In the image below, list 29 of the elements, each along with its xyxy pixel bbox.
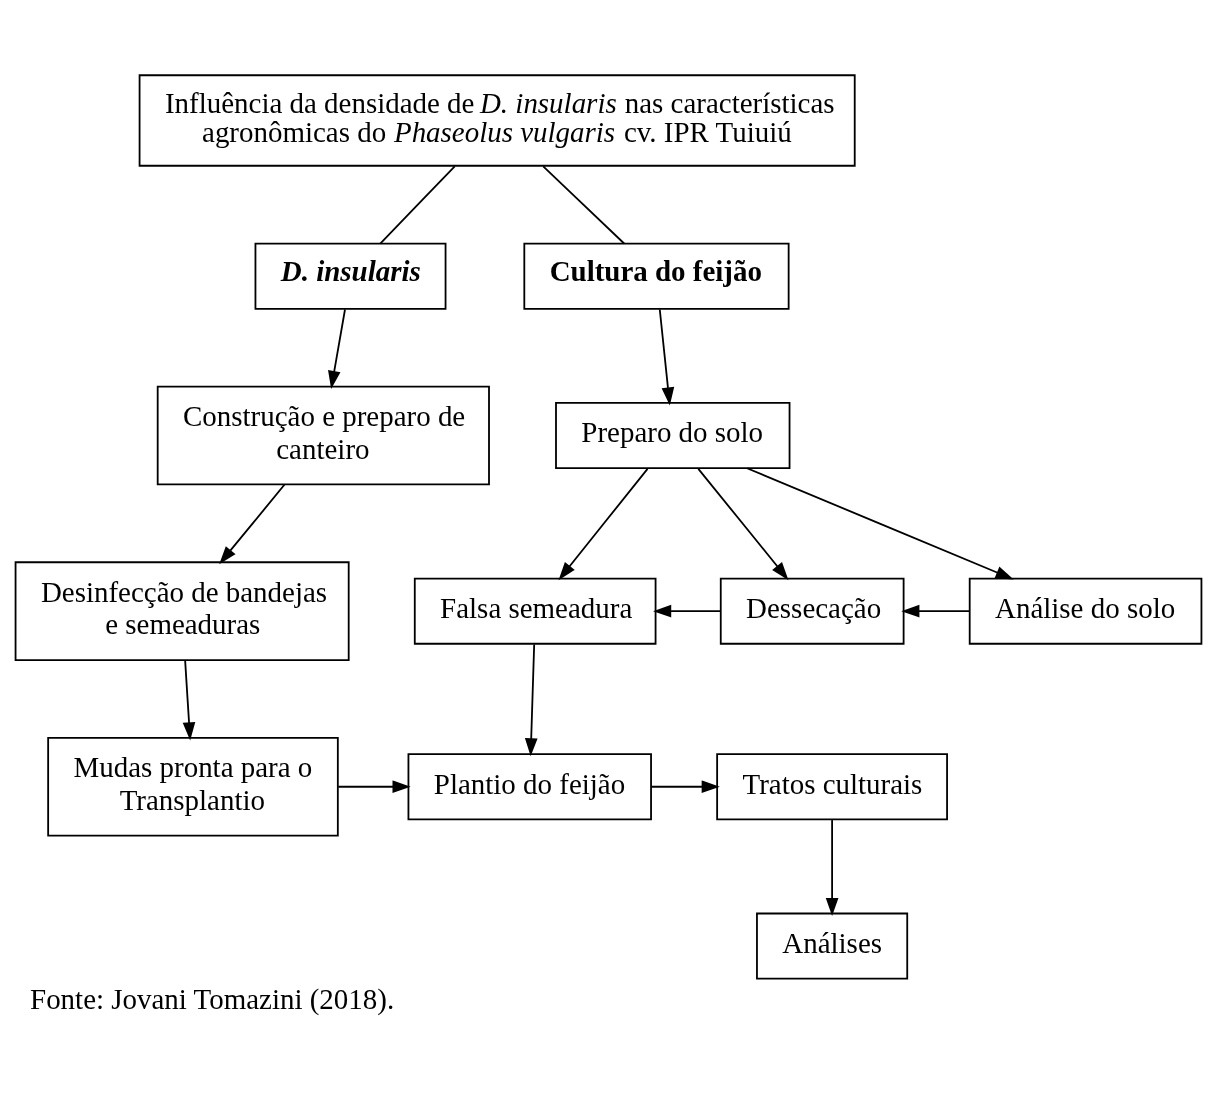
connector — [379, 164, 456, 244]
arrow — [328, 308, 346, 389]
connector — [542, 164, 626, 244]
node-box: Análises — [756, 912, 909, 980]
arrow — [658, 308, 675, 406]
arrow — [337, 779, 411, 793]
arrow — [219, 483, 286, 564]
arrow — [901, 604, 971, 617]
arrow — [182, 659, 196, 740]
node-box: D. insularis — [254, 242, 447, 310]
node-box: Desinfecção de bandejas e semeaduras — [14, 560, 350, 661]
arrow — [653, 604, 722, 617]
arrow — [746, 466, 1014, 579]
node-box: Mudas pronta para o Transplantio — [47, 736, 339, 837]
node-box: Análise do solo — [968, 577, 1203, 645]
node-box: Tratos culturais — [716, 752, 948, 820]
arrow — [650, 779, 720, 793]
node-box: Plantio do feijão — [407, 752, 652, 820]
arrow — [825, 818, 839, 916]
caption: Fonte: Jovani Tomazini (2018). — [30, 982, 395, 1015]
node-box: Cultura do feijão — [523, 242, 790, 310]
node-box: Influência da densidade de D. insularis nas características agronômicas do Phaseolus vulgaris cv. IPR Tuiuiú — [138, 73, 856, 167]
node-box: Dessecação — [719, 577, 905, 645]
node-box: Preparo do solo — [555, 401, 791, 469]
node-box: Falsa semeadura — [413, 577, 657, 645]
arrow — [558, 467, 649, 580]
arrow — [697, 467, 789, 580]
node-box: Construção e preparo de canteiro — [156, 385, 490, 485]
arrow — [524, 643, 538, 756]
